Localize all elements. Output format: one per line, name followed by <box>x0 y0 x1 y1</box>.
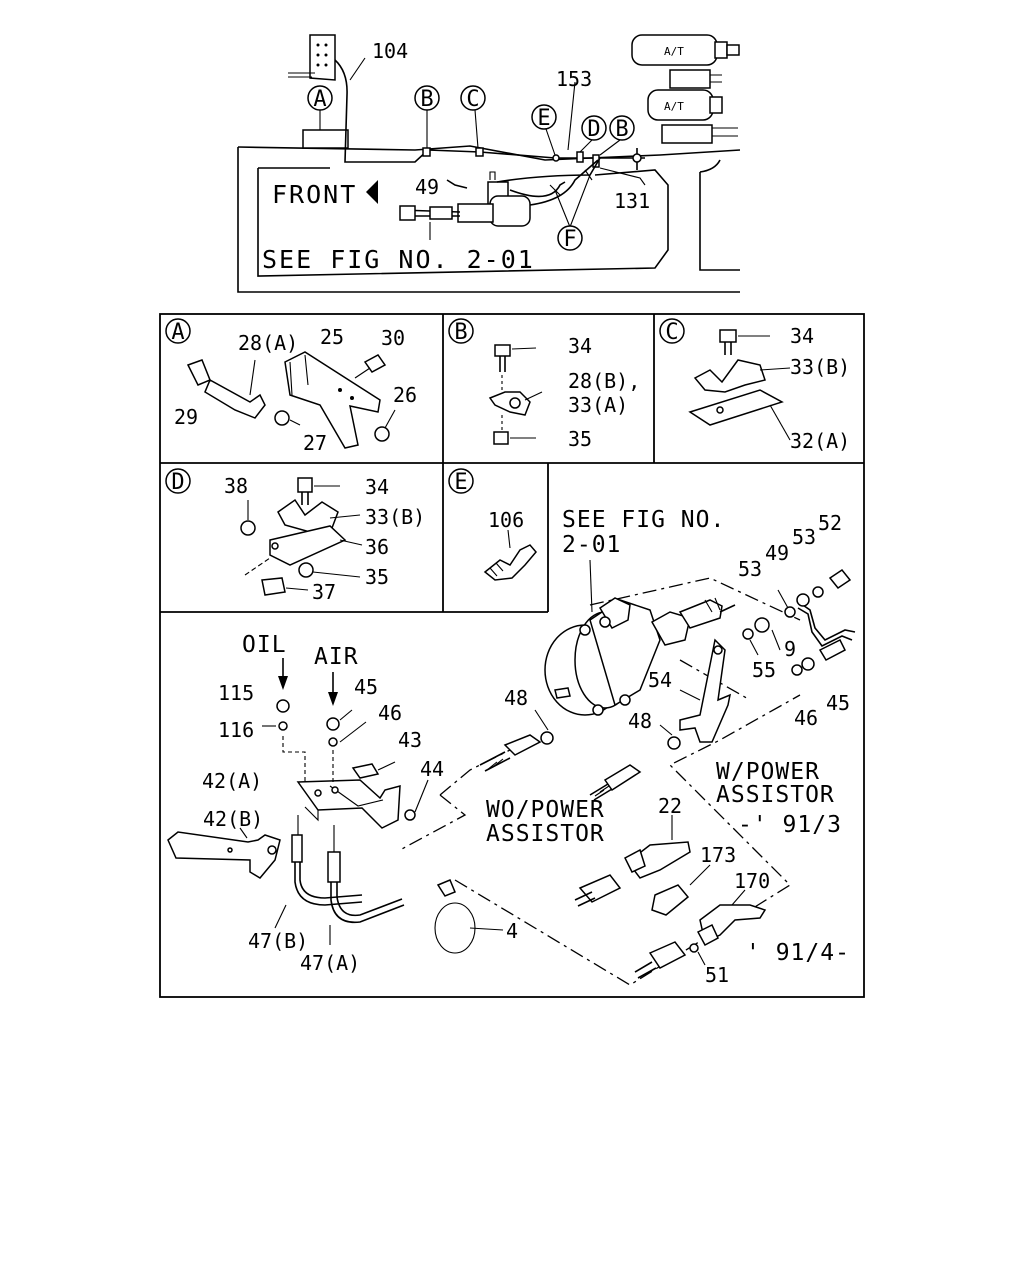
main-label-116: 116 <box>218 718 254 742</box>
main-see-fig-line1: SEE FIG NO. <box>562 507 725 533</box>
detail-a-label-29: 29 <box>174 405 198 429</box>
main-label-49: 49 <box>765 541 789 565</box>
main-label-46a: 46 <box>794 706 818 730</box>
part-number-104: 104 <box>372 39 408 63</box>
w-power-line3: -' 91/3 <box>738 812 842 838</box>
detail-a-label-27: 27 <box>303 431 327 455</box>
air-label: AIR <box>314 644 359 670</box>
detail-a-letter: A <box>171 320 184 345</box>
main-label-9: 9 <box>784 637 796 661</box>
detail-d-label-36: 36 <box>365 535 389 559</box>
main-label-42a: 42(A) <box>202 769 262 793</box>
detail-b-letter: B <box>454 320 467 345</box>
detail-a-panel: A 28(A) 25 30 29 26 27 <box>165 318 417 455</box>
detail-b-label-33a: 33(A) <box>568 393 628 417</box>
main-label-48b: 48 <box>628 709 652 733</box>
part-number-131: 131 <box>614 189 650 213</box>
main-label-47b: 47(B) <box>248 929 308 953</box>
main-label-44: 44 <box>420 757 444 781</box>
callout-e: E <box>537 106 550 131</box>
main-label-53b: 53 <box>738 557 762 581</box>
at-label-2: A/T <box>664 100 684 113</box>
oil-label: OIL <box>242 632 287 658</box>
detail-c-panel: C 34 33(B) 32(A) <box>659 318 850 453</box>
main-label-52: 52 <box>818 511 842 535</box>
part-number-153: 153 <box>556 67 592 91</box>
main-label-22: 22 <box>658 794 682 818</box>
main-label-115: 115 <box>218 681 254 705</box>
callout-circle-a <box>307 85 333 111</box>
detail-d-label-35: 35 <box>365 565 389 589</box>
callout-circle-e <box>531 104 557 130</box>
main-label-48a: 48 <box>504 686 528 710</box>
wo-power-line2: ASSISTOR <box>486 821 605 847</box>
detail-a-label-28a: 28(A) <box>238 331 298 355</box>
callout-circle-c <box>460 85 486 111</box>
panel-frames <box>159 313 865 998</box>
callout-b2: B <box>615 117 628 142</box>
callout-a: A <box>313 87 326 112</box>
part-number-49: 49 <box>415 175 439 199</box>
main-label-46b: 46 <box>378 701 402 725</box>
callout-circle-b <box>414 85 440 111</box>
date-label: ' 91/4- <box>746 940 850 966</box>
detail-a-label-25: 25 <box>320 325 344 349</box>
detail-b-label-34: 34 <box>568 334 592 358</box>
detail-e-letter: E <box>454 470 467 495</box>
detail-d-label-38: 38 <box>224 474 248 498</box>
detail-e-label-106: 106 <box>488 508 524 532</box>
callout-b: B <box>420 87 433 112</box>
detail-e-panel: E 106 <box>448 468 537 581</box>
detail-a-label-26: 26 <box>393 383 417 407</box>
overview-section: FRONT SEE FIG NO. 2-01 A/T A/T 104 153 4… <box>237 34 741 293</box>
main-label-53a: 53 <box>792 525 816 549</box>
bracket-42b <box>167 831 281 879</box>
callout-c: C <box>466 87 479 112</box>
main-label-173: 173 <box>700 843 736 867</box>
callout-circle-d <box>581 115 607 141</box>
detail-d-label-33b: 33(B) <box>365 505 425 529</box>
bracket-42a <box>296 779 401 829</box>
detail-b-label-35: 35 <box>568 427 592 451</box>
at-label-1: A/T <box>664 45 684 58</box>
wo-power-line1: WO/POWER <box>486 797 605 823</box>
detail-c-label-34: 34 <box>790 324 814 348</box>
main-label-51: 51 <box>705 963 729 987</box>
main-see-fig-line2: 2-01 <box>562 532 621 558</box>
detail-d-letter: D <box>171 470 184 495</box>
main-label-43: 43 <box>398 728 422 752</box>
main-label-4: 4 <box>506 919 518 943</box>
detail-b-panel: B 34 28(B), 33(A) 35 <box>448 318 640 451</box>
detail-d-label-34: 34 <box>365 475 389 499</box>
front-label: FRONT <box>272 180 357 209</box>
main-label-47a: 47(A) <box>300 951 360 975</box>
detail-b-label-28b: 28(B), <box>568 369 640 393</box>
main-label-54: 54 <box>648 668 672 692</box>
w-power-line1: W/POWER <box>716 759 820 785</box>
main-label-170: 170 <box>734 869 770 893</box>
callout-circle-b2 <box>609 115 635 141</box>
see-fig-label: SEE FIG NO. 2-01 <box>262 245 535 274</box>
detail-a-label-30: 30 <box>381 326 405 350</box>
main-label-45a: 45 <box>826 691 850 715</box>
detail-d-panel: D 38 34 33(B) 36 35 37 <box>165 468 425 604</box>
callout-f: F <box>563 227 576 252</box>
main-label-55: 55 <box>752 658 776 682</box>
main-label-45b: 45 <box>354 675 378 699</box>
w-power-line2: ASSISTOR <box>716 782 835 808</box>
detail-c-label-33b: 33(B) <box>790 355 850 379</box>
main-label-42b: 42(B) <box>203 807 263 831</box>
callout-d: D <box>587 117 600 142</box>
callout-circle-f <box>557 225 583 251</box>
detail-c-letter: C <box>665 320 678 345</box>
detail-c-label-32a: 32(A) <box>790 429 850 453</box>
main-panel: SEE FIG NO. 2-01 OIL AIR W/POWER ASSISTO… <box>167 507 856 987</box>
detail-d-label-37: 37 <box>312 580 336 604</box>
